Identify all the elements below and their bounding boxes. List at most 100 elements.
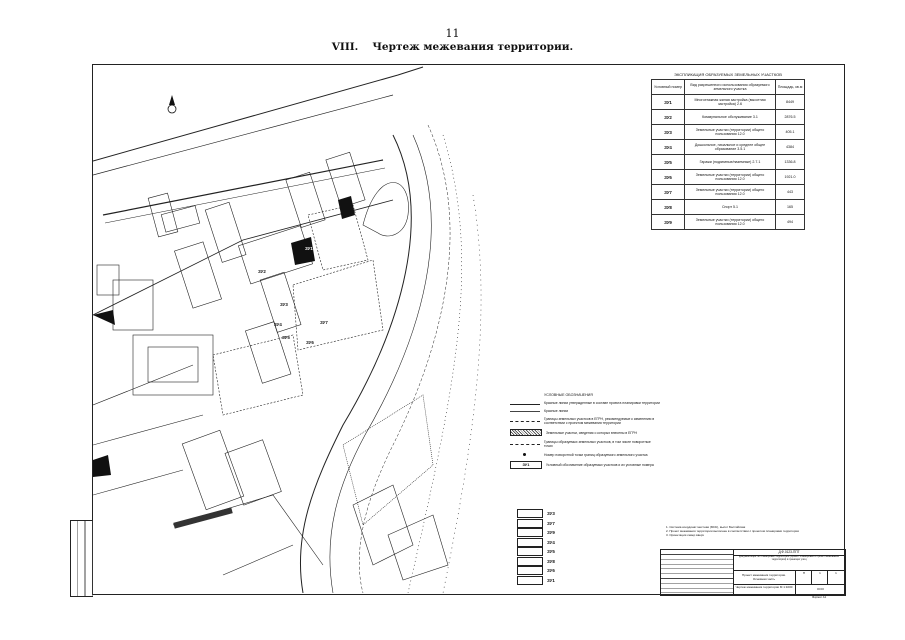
- note-item: 1. Система координат местная (МСК), высо…: [666, 525, 746, 529]
- legend-symbol-icon: [510, 452, 540, 457]
- map-label-zu2: ЗУ2: [258, 269, 266, 274]
- legend-text: Номер поворотной точки границ образуемог…: [544, 452, 648, 457]
- sheet-format: Формат А1: [812, 595, 827, 599]
- legend-symbol-icon: [510, 429, 542, 436]
- legend-item: Красные линии: [510, 409, 660, 413]
- legend-item: Номер поворотной точки границ образуемог…: [510, 452, 660, 457]
- legend-text: Красные линии утвержденные в составе про…: [544, 401, 660, 405]
- explication-table: ЭКСПЛИКАЦИЯ ОБРАЗУЕМЫХ ЗЕМЕЛЬНЫХ УЧАСТКО…: [651, 72, 805, 230]
- zu-code-row: ЗУ6: [517, 566, 555, 576]
- explication-cell-use: Земельные участки (территории) общего по…: [684, 214, 776, 230]
- legend-caption: УСЛОВНЫЕ ОБОЗНАЧЕНИЯ: [544, 393, 593, 397]
- legend-text: Границы образуемых земельных участков, в…: [544, 440, 651, 448]
- zu-code-row: ЗУ4: [517, 537, 555, 548]
- explication-cell-use: Земельные участки (территории) общего по…: [684, 124, 776, 140]
- explication-header-use: Вид разрешенного использования образуемо…: [684, 79, 776, 95]
- stamp-drawing-title: Чертеж межевания территории М 1:1000: [735, 585, 793, 589]
- explication-cell-area: 8449: [775, 94, 805, 110]
- map-label-zu3: ЗУ3: [280, 302, 288, 307]
- stamp-organization: ООО: [795, 584, 845, 595]
- stamp-signature-grid: [661, 550, 734, 595]
- legend-item: Границы образуемых земельных участков, в…: [510, 440, 660, 448]
- explication-cell-use: Земельные участки (территории) общего по…: [684, 169, 776, 185]
- map-label-zu7: ЗУ7: [320, 320, 328, 325]
- note-item: 3. Ориентация север вверх: [666, 533, 705, 537]
- zu-code-label: ЗУ3: [547, 511, 555, 517]
- stamp-stage: П: [795, 571, 812, 584]
- explication-cell-code: ЗУ7: [651, 184, 685, 200]
- stamp-sheets: 1: [827, 571, 844, 584]
- legend-symbol-icon: [510, 443, 540, 445]
- zu-code-row: ЗУ1: [517, 575, 555, 586]
- legend: УСЛОВНЫЕ ОБОЗНАЧЕНИЯ Красные линии утвер…: [510, 393, 660, 473]
- explication-cell-code: ЗУ6: [651, 169, 685, 185]
- stamp-code: Д.Ф.0123-ППТ: [733, 550, 845, 556]
- side-approval-stamp: [70, 520, 93, 597]
- legend-text: Земельные участки, сведения о которых вн…: [546, 430, 637, 435]
- explication-cell-area: 1921.0: [775, 169, 805, 185]
- map-label-zu4: ЗУ4: [274, 322, 282, 327]
- zu-code-label: ЗУ4: [547, 539, 555, 545]
- explication-cell-code: ЗУ1: [651, 94, 685, 110]
- explication-cell-area: 165: [775, 199, 805, 215]
- explication-cell-area: 494: [775, 214, 805, 230]
- zu-code-label: ЗУ7: [547, 520, 555, 526]
- zu-code-label: ЗУ1: [547, 577, 555, 583]
- explication-cell-area: 4384: [775, 139, 805, 155]
- explication-header-area: Площадь, кв.м: [775, 79, 805, 95]
- heading-title: Чертеж межевания территории.: [372, 41, 574, 53]
- legend-item: Земельные участки, сведения о которых вн…: [510, 429, 660, 436]
- explication-cell-use: Земельные участки (территории) общего по…: [684, 184, 776, 200]
- site-plan-drawing: [93, 66, 482, 593]
- explication-cell-code: ЗУ3: [651, 124, 685, 140]
- explication-cell-area: 1336.8: [775, 154, 805, 170]
- explication-cell-area: 443: [775, 184, 805, 200]
- stamp-sheet-title: Проект межевания территории. Основная ча…: [742, 573, 786, 581]
- legend-symbol-icon: [510, 420, 540, 422]
- zu-code-label: ЗУ6: [547, 568, 555, 574]
- explication-cell-code: ЗУ2: [651, 109, 685, 125]
- legend-text: Границы земельных участков в ЕГРН, реком…: [544, 417, 655, 425]
- legend-symbol-icon: ЗУ1: [510, 461, 542, 469]
- page-number: 11: [445, 27, 460, 40]
- explication-cell-use: Многоэтажная жилая застройка (высотная з…: [684, 94, 776, 110]
- page-heading: VIII. Чертеж межевания территории.: [0, 41, 905, 53]
- zu-code-swatch: [517, 509, 543, 519]
- zu-code-swatch: [517, 518, 543, 528]
- stamp-sheet: 1: [811, 571, 828, 584]
- zu-code-row: ЗУ7: [517, 518, 555, 529]
- heading-section-number: VIII.: [331, 41, 359, 53]
- zu-code-swatch: [517, 575, 543, 585]
- drawing-notes: 1. Система координат местная (МСК), высо…: [666, 525, 841, 537]
- explication-cell-area: 405.1: [775, 124, 805, 140]
- note-item: 2. Проект межевания территории выполнен …: [666, 529, 799, 533]
- legend-text: Красные линии: [544, 409, 569, 413]
- map-label-zu5: ЗУ5: [282, 335, 290, 340]
- explication-cell-use: Гаражи (подземные/наземные) 2.7.1: [684, 154, 776, 170]
- explication-cell-code: ЗУ9: [651, 214, 685, 230]
- zu-code-swatch: [517, 566, 543, 576]
- stamp-project-name: Документация по планировке территории (п…: [733, 555, 845, 571]
- zu-code-label: ЗУ9: [547, 530, 555, 536]
- legend-item: Красные линии утвержденные в составе про…: [510, 401, 660, 405]
- zu-code-row: ЗУ3: [517, 509, 555, 519]
- legend-symbol-icon: [510, 404, 540, 405]
- zu-code-label: ЗУ5: [547, 549, 555, 555]
- explication-cell-code: ЗУ8: [651, 199, 685, 215]
- legend-symbol-icon: [510, 410, 540, 412]
- map-label-zu1: ЗУ1: [305, 246, 313, 251]
- explication-cell-area: 2876.5: [775, 109, 805, 125]
- zu-code-swatch: [517, 537, 543, 547]
- zu-code-row: ЗУ9: [517, 528, 555, 538]
- explication-cell-use: Дошкольное, начальное и среднее общее об…: [684, 139, 776, 155]
